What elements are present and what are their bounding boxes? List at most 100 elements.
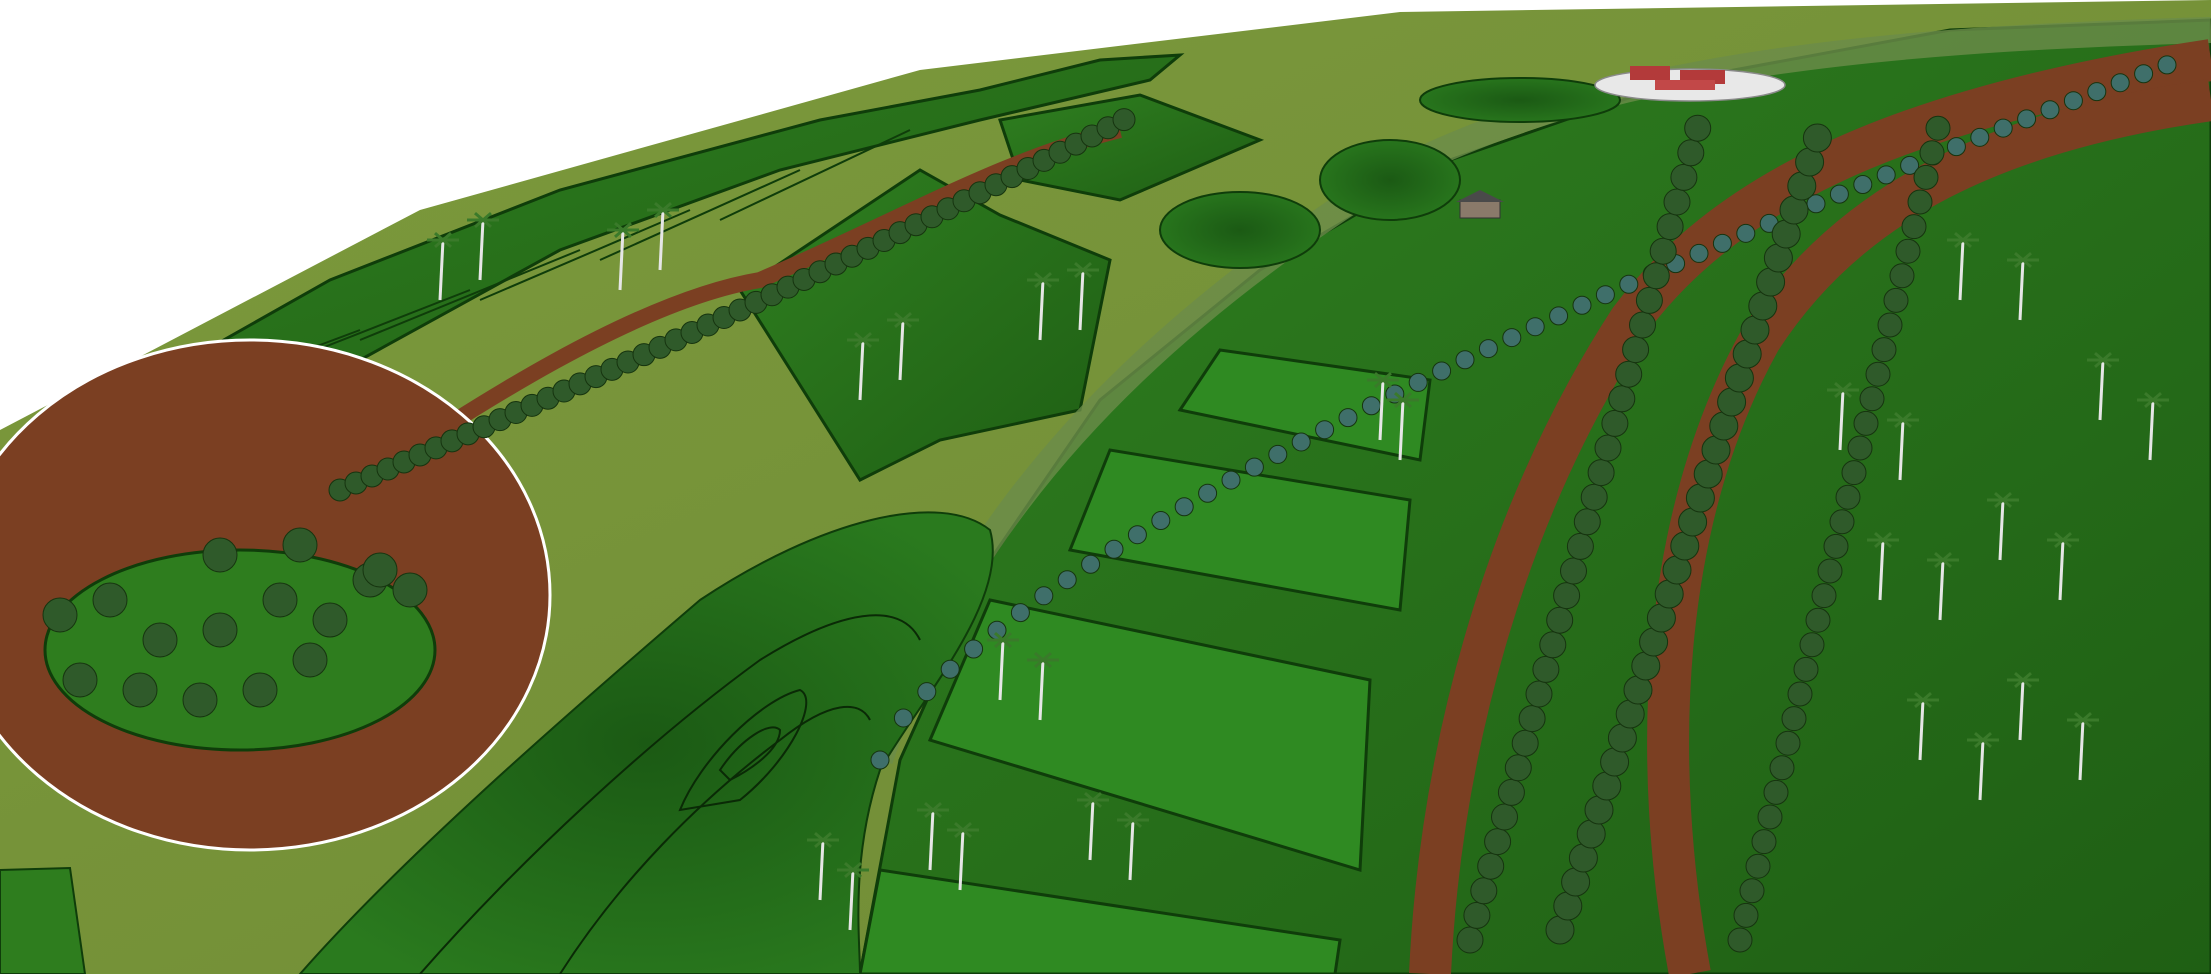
tree-icon [2157,55,2177,75]
tree-icon [1889,263,1915,289]
tree-icon [1970,127,1990,147]
tree-icon [1477,852,1505,880]
tree-icon [1727,927,1753,953]
plot-line [599,169,801,261]
tree-icon [2063,91,2083,111]
building-icon [1459,199,1501,219]
palm-icon [887,311,919,381]
building-icon [1655,80,1715,90]
palm-icon [987,631,1019,701]
palm-icon [807,831,839,901]
tree-icon [92,582,128,618]
tree-icon [1127,525,1147,545]
tree-icon [1361,396,1381,416]
palm-icon [1827,381,1859,451]
palm-icon [1887,411,1919,481]
tree-icon [1781,706,1807,732]
tree-icon [1601,409,1629,437]
tree-icon [1112,108,1136,132]
tree-icon [1518,705,1546,733]
tree-icon [1823,533,1849,559]
tree-icon [1649,237,1677,265]
tree-icon [1553,582,1581,610]
contour-green-corner [0,866,87,974]
tree-icon [62,662,98,698]
tree-icon [1629,311,1656,339]
tree-icon [2017,109,2037,129]
tree-icon [1847,435,1873,461]
tree-icon [1739,878,1765,904]
tree-icon [940,659,960,679]
tree-icon [2134,64,2154,84]
palm-layer [427,201,2169,931]
tree-icon [292,642,328,678]
plot-lower-2 [1067,448,1412,612]
tree-icon [1817,558,1843,584]
tree-icon [1174,497,1194,517]
palm-icon [847,331,879,401]
tree-icon [1900,155,1920,175]
tree-icon [42,597,78,633]
tree-icon [1769,755,1795,781]
tree-icon [1338,408,1358,428]
contour-green-3 [1419,77,1621,123]
tree-icon [917,682,937,702]
palm-icon [1967,731,1999,801]
tree-icon [262,582,298,618]
tree-icon [1057,570,1077,590]
palm-icon [2047,531,2079,601]
palm-icon [607,221,639,291]
tree-icon [1504,754,1532,782]
tree-icon [312,602,348,638]
tree-icon [1745,853,1771,879]
tree-icon [1677,139,1705,167]
tree-icon [1525,680,1553,708]
palm-icon [2007,671,2039,741]
tree-icon [1871,337,1897,363]
building-icon [1456,190,1504,202]
tree-icon [1587,459,1615,487]
palm-icon [1387,391,1419,461]
contour-green-2 [1319,139,1461,221]
tree-icon [1151,511,1171,531]
palm-icon [837,861,869,931]
tree-icon [1689,243,1709,263]
tree-icon [2040,100,2060,120]
palm-icon [1077,791,1109,861]
palm-icon [647,201,679,271]
tree-icon [1853,410,1879,436]
houses [1456,190,1504,219]
contour-lines [419,614,921,974]
tree-icon [1532,655,1560,683]
tree-icon [1829,184,1849,204]
tree-icon [1291,432,1311,452]
tree-layer [42,55,2177,954]
tree-icon [1244,457,1264,477]
palm-icon [1907,691,1939,761]
tree-icon [1946,137,1966,157]
tree-icon [1566,532,1594,560]
palm-icon [1927,551,1959,621]
tree-icon [392,572,428,608]
tree-icon [1811,583,1837,609]
tree-icon [1198,483,1218,503]
tree-icon [1993,118,2013,138]
tree-icon [362,552,398,588]
tree-icon [1865,361,1891,387]
tree-icon [1573,508,1601,536]
tree-icon [1502,328,1522,348]
tree-icon [1315,420,1335,440]
tree-icon [1432,361,1452,381]
tree-icon [1546,606,1574,634]
palm-icon [2007,251,2039,321]
tree-icon [1733,902,1759,928]
tree-icon [1895,238,1921,264]
tree-icon [1549,306,1569,326]
tree-icon [1907,189,1933,215]
tree-icon [1684,114,1712,142]
tree-icon [1619,274,1639,294]
tree-icon [1805,607,1831,633]
palm-icon [1027,651,1059,721]
tree-icon [1221,470,1241,490]
tree-icon [1799,632,1825,658]
